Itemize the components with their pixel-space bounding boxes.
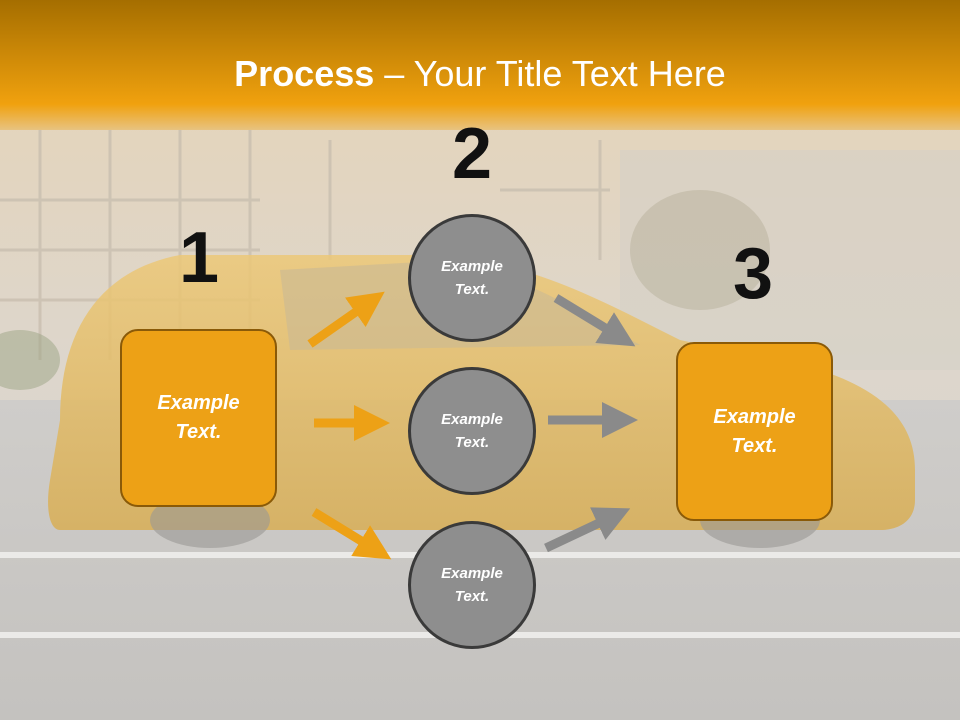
step-box-1: Example Text. [120,329,277,507]
arrow-circle-bottom-to-3 [544,507,631,553]
circle-bottom-text: Example Text. [441,565,503,605]
step-number-1: 1 [178,218,220,298]
circle-middle: Example Text. [408,367,536,495]
title-rest: – Your Title Text Here [374,53,726,94]
arrow-1-to-circle-bottom [311,508,392,560]
circle-bottom: Example Text. [408,521,536,649]
title-bar [0,0,960,130]
circle-top: Example Text. [408,214,536,342]
step-box-1-text: Example Text. [157,392,240,443]
arrow-circle-top-to-3 [553,294,636,347]
step-number-3: 3 [732,234,774,314]
page-title: Process – Your Title Text Here [0,52,960,96]
title-bold: Process [234,53,375,94]
step-box-3: Example Text. [676,342,833,521]
step-box-3-text: Example Text. [713,405,796,457]
step-number-2: 2 [451,114,493,194]
circle-top-text: Example Text. [441,258,503,298]
circle-middle-text: Example Text. [441,411,503,451]
arrow-1-to-circle-top [307,291,385,348]
